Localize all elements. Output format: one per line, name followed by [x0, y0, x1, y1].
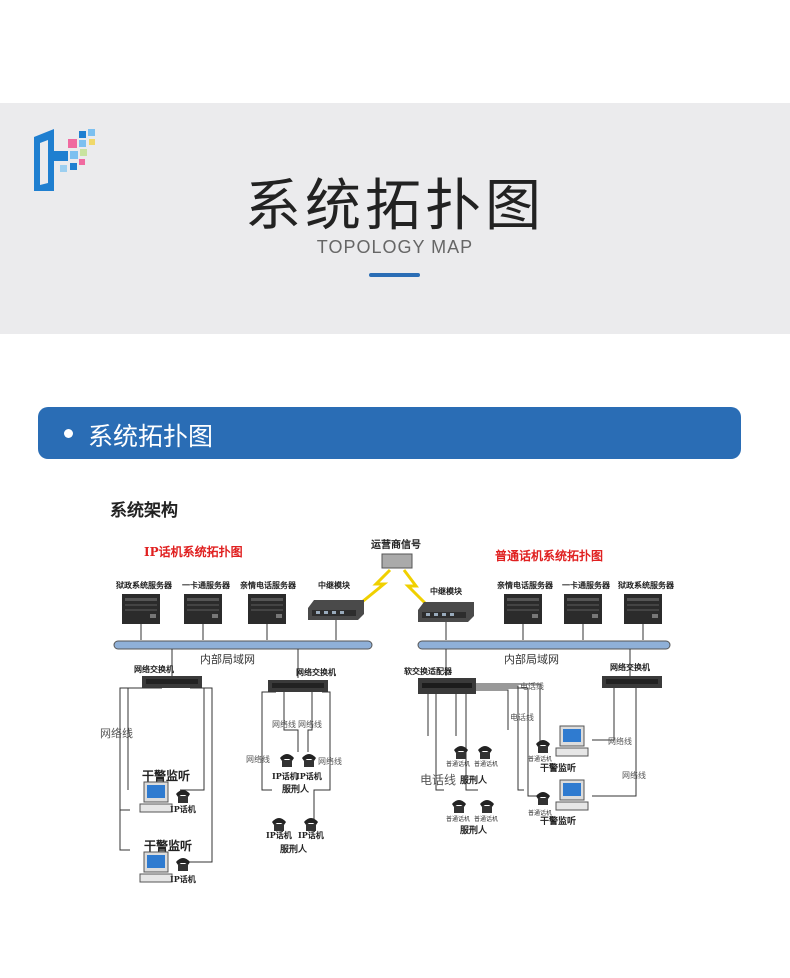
police-monitor-label-2: 干警监听 — [144, 838, 192, 853]
hero-banner: 系统拓扑图 TOPOLOGY MAP — [0, 103, 790, 334]
signal-bolt-left — [361, 568, 392, 604]
section-title: 系统拓扑图 — [88, 422, 214, 451]
relay-module-icon — [418, 602, 474, 622]
switch-label-2: 网络交换机 — [296, 667, 336, 677]
police-monitor-label-1: 干警监听 — [142, 768, 190, 783]
network-cable-label-2: 网络线 — [272, 719, 296, 729]
ordinary-phone-icon — [480, 800, 494, 813]
ordinary-phone-label-4: 普通话机 — [474, 815, 498, 823]
server-icon — [184, 594, 222, 624]
phone-line-label-3: 电话线 — [420, 773, 456, 787]
ordinary-phone-label-3: 普通话机 — [446, 815, 470, 823]
ip-phone-label-3: IP话机 — [272, 771, 298, 781]
server-label-4: 亲情电话服务器 — [497, 580, 554, 590]
carrier-label: 运营商信号 — [371, 538, 421, 551]
ip-phone-icon — [280, 754, 294, 767]
computer-icon — [555, 725, 589, 757]
network-cable-label-5: 网络线 — [318, 756, 342, 766]
lan-label-right: 内部局域网 — [504, 652, 559, 666]
computer-icon — [139, 781, 173, 813]
server-label-2: 一卡通服务器 — [182, 580, 231, 590]
topology-diagram: 系统架构 IP话机系统拓扑图 普通话机系统拓扑图 运营商信号 狱政系统服务器 一… — [100, 490, 690, 900]
ip-phone-label-6: IP话机 — [298, 830, 324, 840]
police-monitor-label-4: 干警监听 — [540, 815, 576, 827]
server-icon — [564, 594, 602, 624]
computer-icon — [555, 779, 589, 811]
ip-phone-icon — [302, 754, 316, 767]
network-switch-icon — [602, 676, 662, 688]
phone-line-label-1: 电话线 — [520, 681, 544, 691]
server-icon — [624, 594, 662, 624]
lan-bar-right — [417, 640, 671, 650]
left-diagram-title: IP话机系统拓扑图 — [144, 544, 243, 559]
server-icon — [504, 594, 542, 624]
network-switch-icon — [142, 676, 202, 688]
ordinary-phone-icon — [478, 746, 492, 759]
ordinary-phone-icon — [536, 740, 550, 753]
ordinary-phone-icon — [536, 792, 550, 805]
server-label-1: 狱政系统服务器 — [115, 580, 173, 590]
softswitch-label: 软交换适配器 — [404, 666, 453, 676]
server-icon — [122, 594, 160, 624]
inmate-label-1: 服刑人 — [282, 783, 310, 795]
bullet-dot — [64, 429, 73, 438]
ip-phone-label-2: IP话机 — [170, 874, 196, 884]
ip-phone-icon — [176, 790, 190, 803]
network-cable-label-3: 网络线 — [298, 719, 322, 729]
relay-module-icon — [308, 600, 364, 620]
right-relay-label: 中继模块 — [430, 586, 463, 596]
network-cable-label-6: 网络线 — [608, 736, 632, 746]
ordinary-phone-label-5: 普通话机 — [528, 755, 552, 763]
ip-phone-label-4: IP话机 — [296, 771, 322, 781]
police-monitor-label-3: 干警监听 — [540, 762, 576, 774]
lan-bar-left — [113, 640, 373, 650]
right-diagram-title: 普通话机系统拓扑图 — [495, 548, 603, 563]
topology-svg: 系统架构 IP话机系统拓扑图 普通话机系统拓扑图 运营商信号 狱政系统服务器 一… — [100, 500, 675, 884]
ordinary-phone-icon — [452, 800, 466, 813]
network-cable-label-4: 网络线 — [246, 754, 270, 764]
ip-phone-icon — [176, 858, 190, 871]
left-relay-label: 中继模块 — [318, 580, 351, 590]
ip-phone-label-5: IP话机 — [266, 830, 292, 840]
carrier-device — [381, 553, 413, 569]
server-icon — [248, 594, 286, 624]
signal-bolt-right — [402, 569, 428, 606]
ip-phone-label-1: IP话机 — [170, 804, 196, 814]
page-subtitle: TOPOLOGY MAP — [316, 237, 474, 257]
network-cable-label-7: 网络线 — [622, 770, 646, 780]
computer-icon — [139, 851, 173, 883]
ordinary-phone-label-6: 普通话机 — [528, 809, 552, 817]
server-label-6: 狱政系统服务器 — [617, 580, 675, 590]
switch-label-1: 网络交换机 — [134, 664, 174, 674]
lan-label-left: 内部局域网 — [200, 652, 255, 666]
server-label-5: 一卡通服务器 — [562, 580, 611, 590]
phone-line-label-2: 电话线 — [510, 712, 534, 722]
inmate-label-4: 服刑人 — [460, 824, 488, 836]
network-switch-icon — [268, 680, 328, 692]
inmate-label-2: 服刑人 — [280, 843, 308, 855]
title-underline — [369, 273, 420, 277]
section-header: 系统拓扑图 — [38, 407, 741, 459]
inmate-label-3: 服刑人 — [460, 774, 488, 786]
brand-logo — [34, 129, 95, 191]
diagram-heading: 系统架构 — [110, 500, 178, 521]
switch-label-3: 网络交换机 — [610, 662, 650, 672]
server-label-3: 亲情电话服务器 — [240, 580, 297, 590]
ordinary-phone-label-1: 普通话机 — [446, 760, 470, 768]
ordinary-phone-label-2: 普通话机 — [474, 760, 498, 768]
network-cable-label-1: 网络线 — [100, 726, 133, 740]
page-title: 系统拓扑图 — [245, 174, 545, 239]
